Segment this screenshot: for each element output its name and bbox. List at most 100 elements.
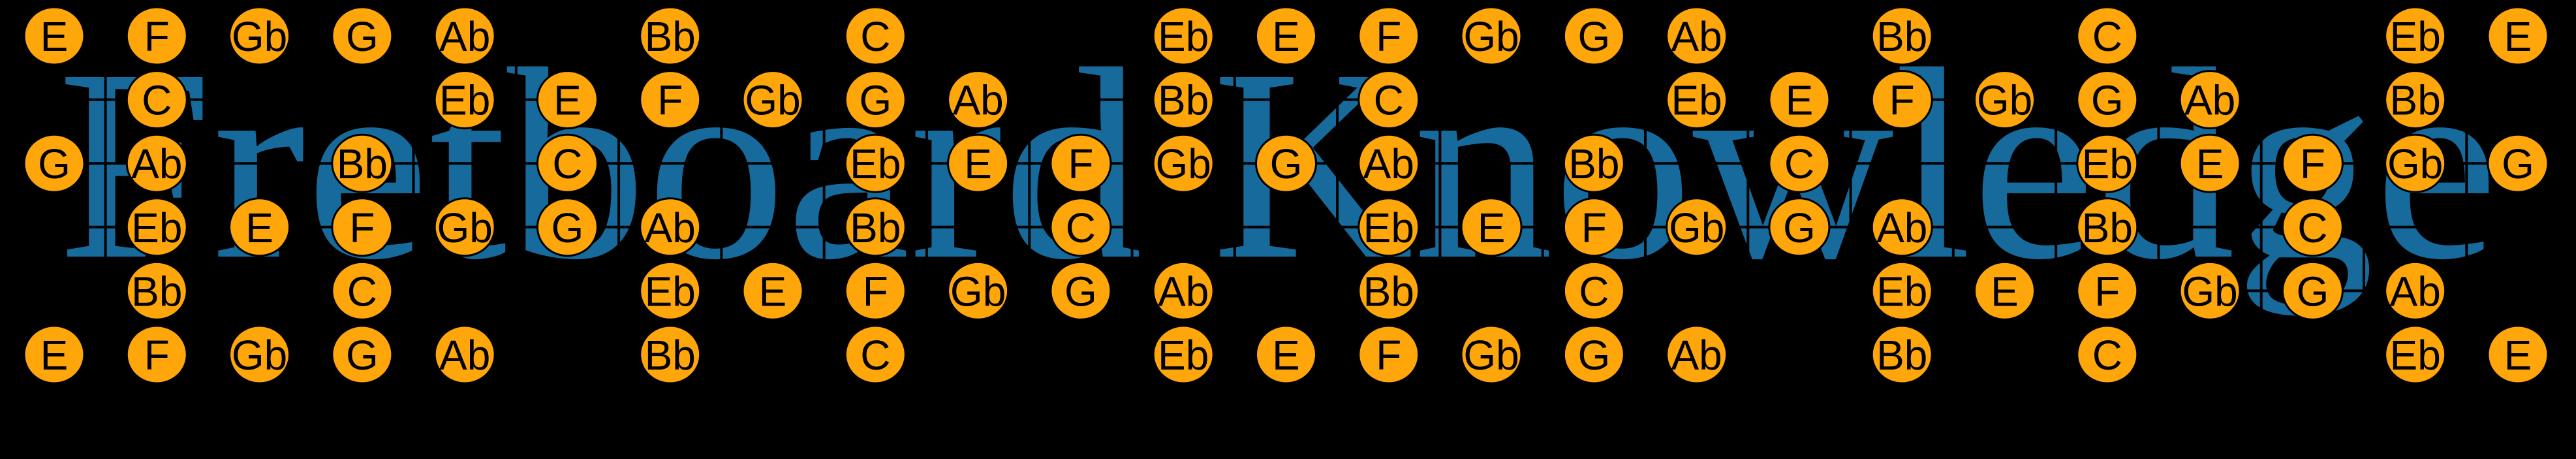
note-label: E [1786,77,1814,124]
note-circle [125,6,188,66]
note-label: E [245,204,273,251]
note-circle [1562,324,1625,385]
note-circle [125,261,188,321]
note-label: Eb [850,140,901,187]
note-circle [125,324,188,385]
note-circle [1666,70,1728,130]
note-label: Eb [1158,13,1209,60]
note-label: Eb [1876,268,1927,315]
note-label: Eb [645,268,696,315]
note-circle [228,197,291,257]
note-circle [1562,6,1625,66]
note-label: Ab [952,77,1003,124]
note-label: C [1374,77,1404,124]
note-label: G [2296,268,2329,315]
note-circle [2487,133,2549,193]
note-label: Gb [1669,204,1724,251]
note-label: F [1376,13,1401,60]
note-label: C [1579,268,1609,315]
note-circle [1358,6,1420,66]
note-circle [23,324,85,385]
note-circle [2384,133,2447,193]
note-label: Ab [1363,140,1414,187]
note-circle [1358,70,1420,130]
note-circle [1562,197,1625,257]
note-circle [1358,324,1420,385]
note-label: Eb [131,204,182,251]
note-label: G [2502,140,2534,187]
note-label: F [1581,204,1607,251]
note-circle [331,324,394,385]
note-circle [1049,197,1112,257]
note-circle [125,70,188,130]
note-circle [1358,261,1420,321]
note-label: G [38,140,70,187]
note-label: G [1064,268,1097,315]
note-circle [2179,133,2241,193]
note-label: Ab [1158,268,1209,315]
note-label: Gb [1977,77,2032,124]
note-label: F [863,268,888,315]
note-circle [844,70,907,130]
note-label: Bb [645,13,696,60]
note-circle [1152,261,1215,321]
note-label: G [1783,204,1816,251]
note-label: Gb [2387,140,2443,187]
note-label: Ab [1876,204,1927,251]
note-label: E [2196,140,2224,187]
note-circle [433,197,496,257]
note-circle [2076,70,2139,130]
note-circle [741,261,804,321]
note-label: Bb [2082,204,2133,251]
note-circle [947,70,1010,130]
note-label: F [144,332,170,379]
note-circle [433,324,496,385]
note-circle [639,261,702,321]
note-circle [639,324,702,385]
note-circle [2076,6,2139,66]
note-circle [1049,261,1112,321]
note-circle [844,197,907,257]
note-label: Eb [1363,204,1414,251]
note-circle [639,70,702,130]
note-label: G [346,332,379,379]
note-circle [741,70,804,130]
note-label: Bb [1568,140,1619,187]
note-label: E [40,332,69,379]
note-label: G [1577,332,1610,379]
note-circle [1460,6,1523,66]
note-circle [125,197,188,257]
note-label: Bb [2390,77,2441,124]
note-circle [2179,261,2241,321]
note-label: C [2092,332,2122,379]
note-label: Eb [2390,332,2441,379]
note-circle [844,324,907,385]
note-label: E [1272,13,1300,60]
note-label: Gb [437,204,492,251]
note-circle [639,197,702,257]
note-label: E [553,77,582,124]
note-circle [1666,197,1728,257]
note-label: Ab [645,204,696,251]
note-circle [23,133,85,193]
note-circle [1768,197,1831,257]
note-label: G [551,204,584,251]
note-circle [2384,324,2447,385]
note-circle [2487,324,2549,385]
note-circle [125,133,188,193]
note-circle [433,6,496,66]
fretboard-grid [1,35,2571,356]
note-circle [1870,197,1933,257]
note-circle [1254,6,1317,66]
note-circle [1049,133,1112,193]
note-circle [1562,261,1625,321]
note-circle [1562,133,1625,193]
note-label: Eb [1158,332,1209,379]
note-circle [2487,6,2549,66]
note-label: C [142,77,172,124]
note-label: Gb [232,332,287,379]
note-label: Ab [131,140,182,187]
note-label: Bb [850,204,901,251]
